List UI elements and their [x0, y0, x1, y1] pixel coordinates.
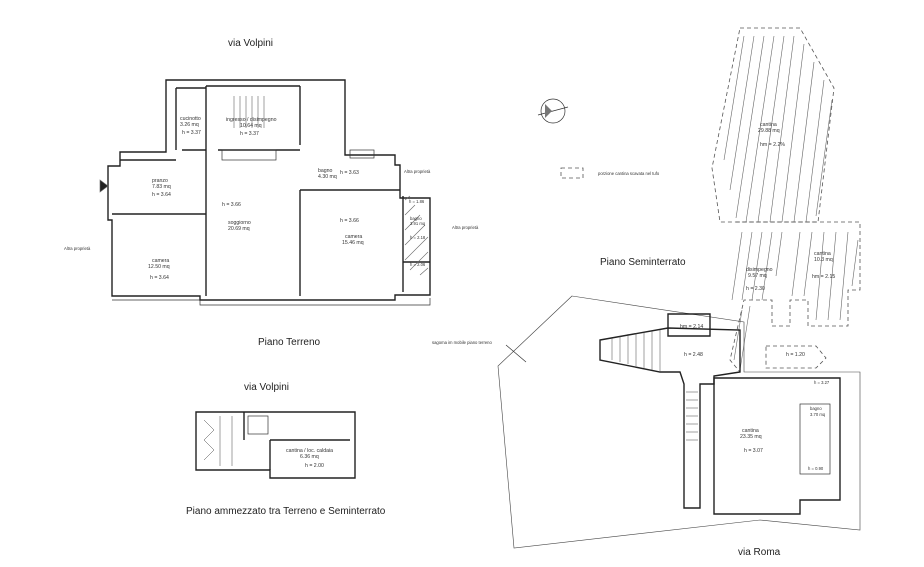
altra-proprieta-right2: Altra proprietà — [452, 225, 479, 230]
camera2-label: camera — [152, 258, 169, 264]
bagno-terreno-label: bagno — [318, 168, 333, 174]
camera2-h: h = 3.64 — [150, 275, 169, 281]
disimpegno-label: disimpegno — [746, 267, 773, 273]
ammezzato-title: Piano ammezzato tra Terreno e Seminterra… — [186, 506, 386, 517]
bagno2-label: bagno — [410, 216, 422, 221]
camera1-area: 15.46 mq — [342, 240, 364, 246]
pranzo-label: pranzo — [152, 178, 168, 184]
cantina-top-h: hm = 2.2% — [760, 142, 785, 148]
bagno-semi-area: 3.70 mq — [810, 412, 826, 417]
bagno2-hbot: h = 2.06 — [410, 262, 426, 267]
bagno2-hmid: h = 2.18 — [410, 235, 426, 240]
cantina-main-label: cantina — [742, 428, 759, 434]
soggiorno-label: soggiorno — [228, 220, 251, 226]
ammezzato-room-h: h = 2.00 — [305, 463, 324, 469]
cucinotto-area: 3.26 mq — [180, 122, 199, 128]
disimpegno-h: h = 2.30 — [746, 286, 765, 292]
ammezzato-room-area: 6.36 mq — [300, 454, 319, 460]
bagno-terreno-area: 4.30 mq — [318, 174, 337, 180]
seminterrato-title: Piano Seminterrato — [600, 257, 686, 268]
cantina-main-area: 23.35 mq — [740, 434, 762, 440]
cantina-top-label: cantina — [760, 122, 777, 128]
bagno2-area: 3.91 mq — [410, 221, 426, 226]
bagno-semi-hbot: h = 0.90 — [808, 466, 824, 471]
disimpegno-area: 9.57 mq — [748, 273, 767, 279]
bagno-terreno-h: h = 3.63 — [340, 170, 359, 176]
sagoma-label: sagoma im mobile piano terreno — [432, 340, 492, 345]
cantina-main-h: h = 3.07 — [744, 448, 763, 454]
h248-label: h = 2.48 — [684, 352, 703, 358]
seminterrato-street-label: via Roma — [738, 547, 781, 558]
altra-proprieta-left: Altra proprietà — [64, 246, 91, 251]
piano-ammezzato-plan: via Volpini cantina / loc. caldaia 6.36 … — [186, 382, 386, 517]
soggiorno-area: 20.69 mq — [228, 226, 250, 232]
camera1-h: h = 3.66 — [340, 218, 359, 224]
piano-terreno-plan: via Volpini cucinotto 3.26 mq h = 3.37 i… — [64, 38, 479, 348]
pranzo-area: 7.83 mq — [152, 184, 171, 190]
bagno-semi-htop: h = 3.27 — [814, 380, 830, 385]
cantina-right-h: hm = 2.15 — [812, 274, 835, 280]
ingresso-h: h = 3.37 — [240, 131, 259, 137]
legend-swatch — [560, 167, 584, 179]
altra-proprieta-right1: Altra proprietà — [404, 169, 431, 174]
cantina-right-label: cantina — [814, 251, 831, 257]
terreno-title: Piano Terreno — [258, 337, 321, 348]
cucinotto-h: h = 3.37 — [182, 130, 201, 136]
cantina-right-area: 10.3 mq — [814, 257, 833, 263]
ingresso-label: ingresso / disimpegno — [226, 117, 277, 123]
cucinotto-label: cucinotto — [180, 116, 201, 122]
ammezzato-room-label: cantina / loc. caldaia — [286, 448, 333, 454]
h214-label: hm = 2.14 — [680, 324, 703, 330]
legend-text: porzione cantina scavata nel tufo — [598, 171, 660, 176]
cantina-top-area: 29.88 mq — [758, 128, 780, 134]
bagno2-htop: h = 1.86 — [409, 199, 425, 204]
bagno-semi-label: bagno — [810, 406, 822, 411]
compass-icon — [537, 98, 569, 124]
camera1-label: camera — [345, 234, 362, 240]
h120-label: h = 1.20 — [786, 352, 805, 358]
soggiorno-h: h = 3.66 — [222, 202, 241, 208]
ingresso-area: 10.64 mq — [240, 123, 262, 129]
pranzo-h: h = 3.64 — [152, 192, 171, 198]
ammezzato-street-label: via Volpini — [244, 382, 289, 393]
piano-seminterrato-plan: porzione cantina scavata nel tufo cantin… — [432, 27, 861, 558]
camera2-area: 12.50 mq — [148, 264, 170, 270]
terreno-street-label: via Volpini — [228, 38, 273, 49]
